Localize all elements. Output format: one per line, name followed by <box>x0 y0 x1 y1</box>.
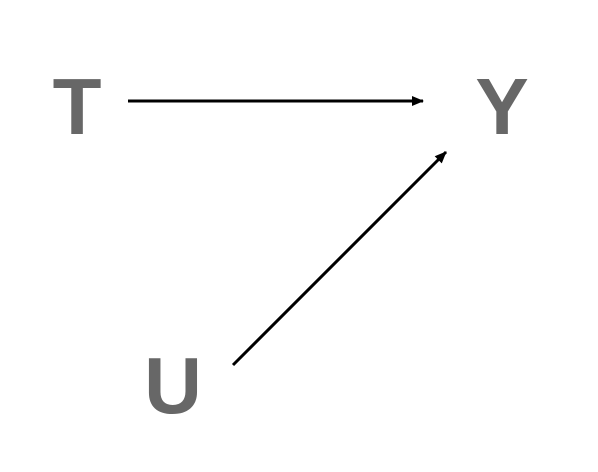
node-u: U <box>144 341 202 430</box>
edge-u-to-y <box>231 150 448 367</box>
node-t: T <box>53 62 102 151</box>
node-y: Y <box>475 62 528 151</box>
